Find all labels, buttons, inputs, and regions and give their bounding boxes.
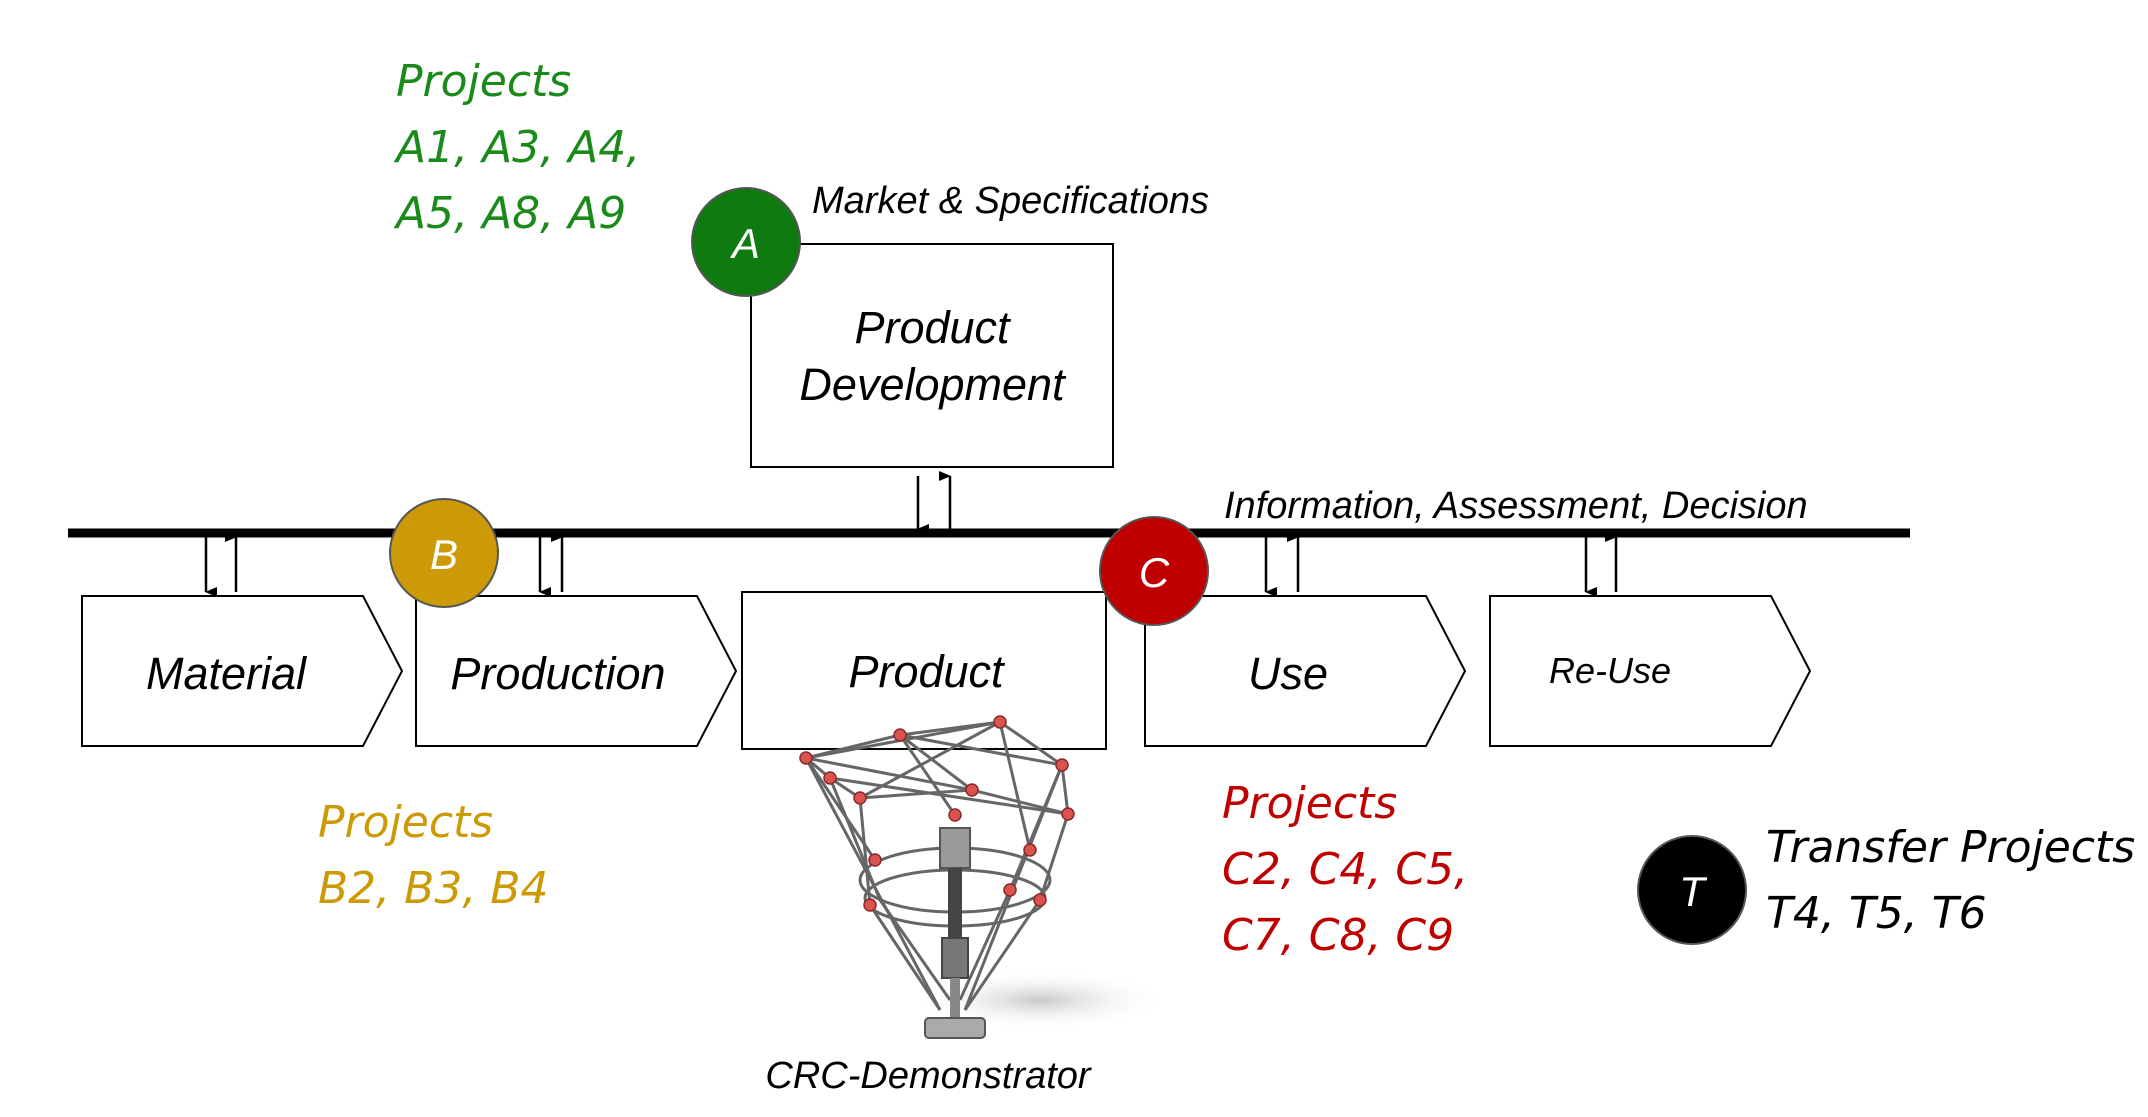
use-step	[1144, 595, 1467, 747]
projects-b-line1: B2, B3, B4	[318, 863, 548, 914]
svg-text:B: B	[430, 531, 458, 578]
bus-arrows	[204, 532, 1618, 597]
product-development-label-line1: Product	[854, 302, 1012, 353]
production-label: Production	[450, 648, 665, 699]
crc-demonstrator-caption: CRC-Demonstrator	[765, 1055, 1092, 1097]
badge-c: C	[1099, 516, 1209, 626]
process-chain	[81, 591, 1812, 750]
material-step	[81, 595, 404, 747]
projects-t-line1: T4, T5, T6	[1766, 888, 1987, 939]
projects-c: Projects C2, C4, C5, C7, C8, C9	[1222, 778, 1468, 961]
svg-text:C: C	[1139, 549, 1170, 596]
market-specifications-caption: Market & Specifications	[812, 180, 1209, 222]
information-assessment-decision-caption: Information, Assessment, Decision	[1224, 485, 1808, 527]
product-development-arrows	[916, 471, 952, 534]
product-development-label-line2: Development	[799, 359, 1067, 410]
svg-text:T: T	[1679, 868, 1708, 915]
reuse-label: Re-Use	[1549, 650, 1671, 691]
reuse-step	[1489, 595, 1812, 747]
use-label: Use	[1248, 648, 1328, 699]
projects-a-title: Projects	[396, 56, 571, 107]
projects-c-title: Projects	[1222, 778, 1397, 829]
product-development-box	[750, 243, 1114, 468]
projects-a-line1: A1, A3, A4,	[393, 122, 640, 173]
projects-a: Projects A1, A3, A4, A5, A8, A9	[393, 56, 640, 239]
projects-b: Projects B2, B3, B4	[318, 797, 548, 914]
projects-b-title: Projects	[318, 797, 493, 848]
product-step	[741, 591, 1107, 750]
production-step	[415, 595, 738, 747]
badge-t: T	[1637, 835, 1747, 945]
svg-text:A: A	[729, 220, 760, 267]
material-label: Material	[146, 648, 308, 699]
projects-t: Transfer Projects T4, T5, T6	[1766, 822, 2135, 939]
projects-c-line1: C2, C4, C5,	[1222, 844, 1468, 895]
projects-t-title: Transfer Projects	[1766, 822, 2135, 873]
crc-demonstrator-icon	[799, 715, 1170, 1039]
product-label: Product	[848, 646, 1006, 697]
projects-a-line2: A5, A8, A9	[393, 188, 626, 239]
badge-a: A	[691, 187, 801, 297]
badge-b: B	[389, 498, 499, 608]
projects-c-line2: C7, C8, C9	[1222, 910, 1454, 961]
